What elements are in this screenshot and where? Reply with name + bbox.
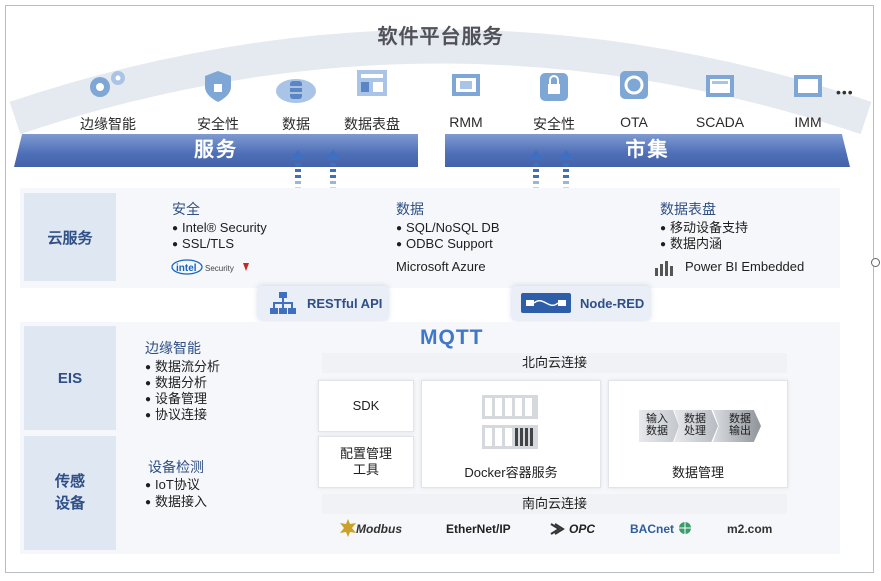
node-red-label: Node-RED	[580, 296, 645, 311]
cloud-security-item: Intel® Security	[172, 220, 267, 238]
restful-api-label: RESTful API	[307, 296, 383, 311]
protocol-opc: OPC	[569, 522, 596, 536]
config-label: 配置管理 工具	[339, 446, 392, 477]
shield-icon	[195, 69, 241, 109]
cloud-dashboard-item: 移动设备支持	[660, 220, 748, 238]
top-icon-label: 数据表盘	[344, 116, 400, 132]
power-bi-icon	[654, 260, 676, 281]
sdk-box	[318, 380, 414, 432]
network-icon	[270, 291, 296, 320]
eis-head: 边缘智能	[145, 340, 201, 356]
flow-label-input: 输入 数据	[646, 413, 668, 437]
eis-item: 设备管理	[145, 391, 207, 409]
cloud-data-item: ODBC Support	[396, 236, 493, 254]
cloud-database-icon	[273, 71, 319, 111]
intel-security-logo: intel Security	[171, 258, 255, 276]
top-icon-label: OTA	[620, 114, 648, 130]
mqtt-title: MQTT	[420, 326, 484, 349]
lock-icon	[531, 69, 577, 109]
sdk-label: SDK	[352, 398, 380, 413]
page-title: 软件平台服务	[377, 26, 504, 48]
south-cloud-bar: 南向云连接	[322, 494, 787, 514]
dashboard-icon	[349, 66, 395, 106]
protocol-bacnet: BACnet	[630, 522, 674, 536]
top-icon-label: 安全性	[197, 116, 239, 132]
monitor-icon	[443, 68, 489, 108]
flow-label-output: 数据 输出	[729, 413, 751, 437]
top-icon-label: RMM	[449, 114, 483, 130]
sensing-head: 设备检测	[148, 459, 204, 475]
top-icon-label: 数据	[282, 116, 310, 132]
cloud-services-label: 云服务	[24, 193, 116, 281]
top-icon-label: IMM	[794, 114, 822, 130]
sensing-label: 传感 设备	[24, 436, 116, 550]
top-icon-label: 边缘智能	[80, 116, 136, 132]
cloud-dashboard-item: 数据内涵	[660, 236, 722, 254]
flow-step	[674, 410, 718, 442]
cloud-security-item: SSL/TLS	[172, 236, 234, 254]
power-bi-label: Power BI Embedded	[685, 259, 805, 274]
resize-handle[interactable]	[871, 258, 880, 267]
protocol-ethernet-ip: EtherNet/IP	[446, 522, 511, 536]
top-icon-label: SCADA	[695, 114, 745, 130]
gears-icon	[85, 67, 131, 107]
docker-label: Docker容器服务	[464, 465, 558, 480]
data-mgmt-label: 数据管理	[671, 465, 724, 480]
protocol-m2com: m2.com	[727, 522, 773, 536]
refresh-icon	[611, 67, 657, 107]
cloud-security-head: 安全	[172, 201, 200, 217]
top-icon-label: 安全性	[533, 116, 575, 132]
more-indicator: •••	[836, 84, 854, 100]
bacnet-globe-icon	[678, 521, 692, 540]
microsoft-azure-label: Microsoft Azure	[396, 259, 486, 274]
platform-arc	[9, 29, 872, 135]
flow-step	[713, 410, 761, 442]
banner-services: 服务	[14, 134, 418, 167]
screen-icon	[697, 69, 743, 109]
banner-marketplace: 市集	[445, 134, 850, 167]
sensing-item: 数据接入	[145, 494, 207, 512]
flow-step	[639, 410, 679, 442]
eis-item: 数据流分析	[145, 359, 220, 377]
cloud-data-head: 数据	[396, 201, 424, 217]
display-icon	[785, 69, 831, 109]
eis-label: EIS	[24, 326, 116, 430]
config-box	[318, 436, 414, 488]
protocol-modbus: Modbus	[356, 522, 402, 536]
opc-logo-icon	[550, 522, 568, 541]
modbus-logo-icon	[338, 518, 358, 543]
cloud-data-item: SQL/NoSQL DB	[396, 220, 499, 238]
north-cloud-bar: 北向云连接	[322, 353, 787, 373]
flow-label-process: 数据 处理	[684, 413, 706, 437]
svg-text:Security: Security	[205, 264, 234, 273]
node-red-icon	[521, 293, 571, 318]
sensing-item: IoT协议	[145, 477, 200, 495]
eis-item: 数据分析	[145, 375, 207, 393]
eis-item: 协议连接	[145, 407, 207, 425]
svg-text:intel: intel	[176, 263, 197, 274]
cloud-dashboard-head: 数据表盘	[660, 201, 716, 217]
container-icon	[482, 395, 538, 456]
